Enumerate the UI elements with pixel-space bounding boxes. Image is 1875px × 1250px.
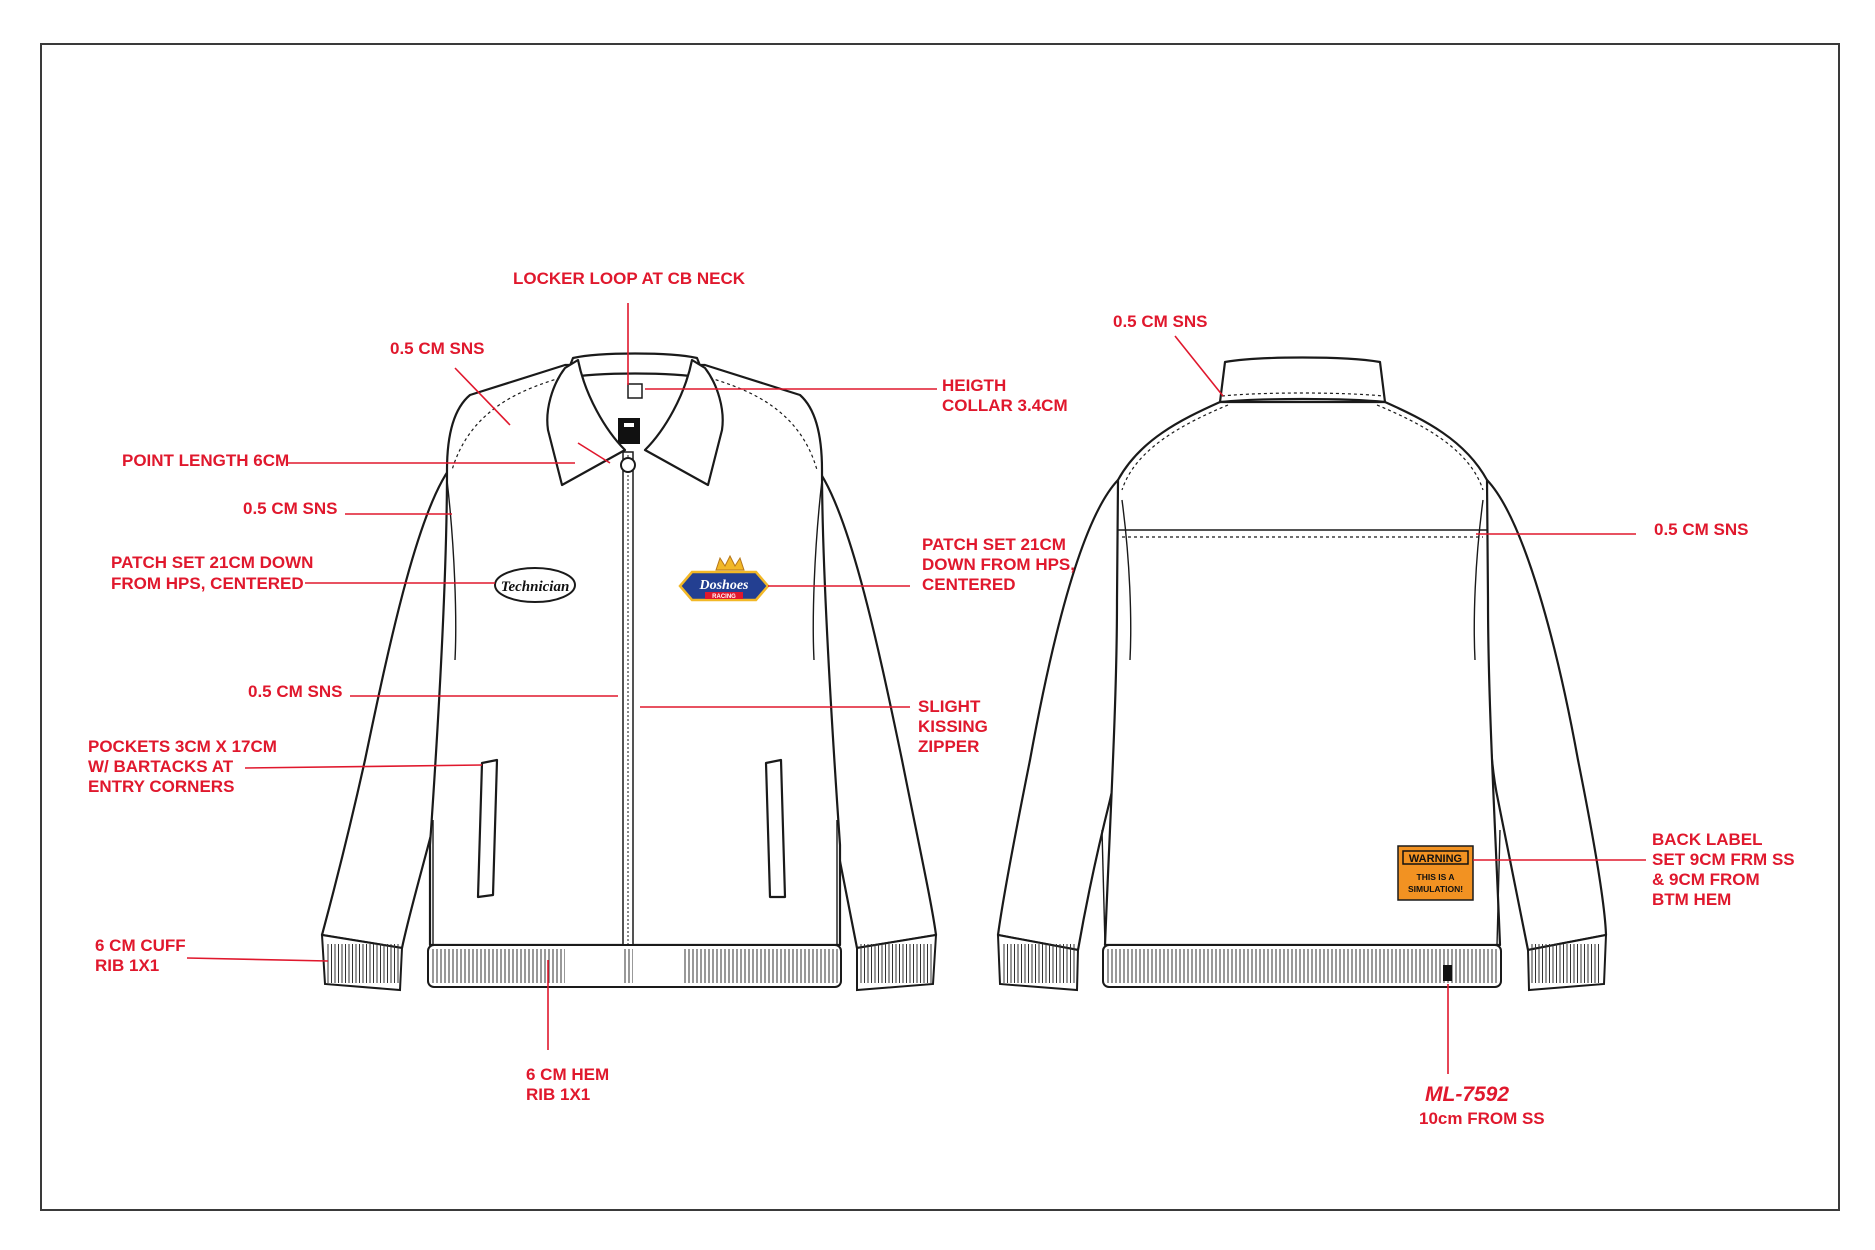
callout-hem-2: RIB 1X1 [526, 1085, 590, 1104]
callout-patch-right-2: DOWN FROM HPS, [922, 555, 1075, 574]
locker-loop [627, 383, 643, 399]
doshoes-patch-text: Doshoes [698, 578, 749, 593]
back-neck-seam [1221, 392, 1384, 397]
callout-hem-1: 6 CM HEM [526, 1065, 609, 1084]
front-side-curve-left [446, 479, 457, 661]
callout-zipper-3: ZIPPER [918, 737, 979, 756]
callout-point-length: POINT LENGTH 6CM [122, 451, 289, 470]
callout-zipper-2: KISSING [918, 717, 988, 736]
callout-locker-loop: LOCKER LOOP AT CB NECK [513, 269, 746, 288]
racing-patch-text: RACING [712, 594, 736, 600]
back-right-sleeve [1484, 478, 1608, 952]
hem-tab-label [1443, 965, 1452, 981]
back-side-curve-left [1121, 499, 1132, 661]
warning-line-2: SIMULATION! [1408, 884, 1463, 894]
callout-patch-left-2: FROM HPS, CENTERED [111, 574, 304, 593]
callout-patch-right-1: PATCH SET 21CM [922, 535, 1066, 554]
callout-cuff-1: 6 CM CUFF [95, 936, 186, 955]
callout-back-label-1: BACK LABEL [1652, 830, 1763, 849]
front-leader-lines [186, 303, 937, 1050]
front-pocket-right [764, 758, 787, 899]
front-cuff-left-lines [327, 944, 399, 983]
back-hem-rib [1102, 944, 1502, 988]
callout-sns-placket: 0.5 CM SNS [248, 682, 342, 701]
callout-back-sns-yoke: 0.5 CM SNS [1654, 520, 1748, 539]
callout-sns-shoulder: 0.5 CM SNS [390, 339, 484, 358]
callout-zipper-1: SLIGHT [918, 697, 981, 716]
front-collar-left [546, 358, 627, 487]
front-raglan-seam-left [451, 377, 561, 471]
callout-patch-right-3: CENTERED [922, 575, 1016, 594]
callout-tab-position: 10cm FROM SS [1419, 1109, 1545, 1128]
callout-back-label-3: & 9CM FROM [1652, 870, 1760, 889]
callout-pockets-1: POCKETS 3CM X 17CM [88, 737, 277, 756]
front-collar-right [643, 358, 724, 487]
front-side-curve-right [812, 479, 823, 661]
back-view: WARNING THIS IS A SIMULATION! [996, 356, 1608, 992]
callout-back-sns-neck: 0.5 CM SNS [1113, 312, 1207, 331]
back-side-curve-right [1473, 499, 1484, 661]
callout-cuff-2: RIB 1X1 [95, 956, 159, 975]
technician-patch [494, 567, 576, 603]
callout-pockets-3: ENTRY CORNERS [88, 777, 234, 796]
warning-line-1: THIS IS A [1417, 872, 1455, 882]
neck-label [618, 418, 640, 444]
callout-sns-armhole: 0.5 CM SNS [243, 499, 337, 518]
back-cuff-right-lines [1531, 944, 1599, 983]
front-collar-band [563, 352, 707, 380]
front-cuff-right-lines [860, 944, 932, 983]
callout-collar-height-2: COLLAR 3.4CM [942, 396, 1068, 415]
back-raglan-right [1376, 404, 1484, 491]
front-callout-labels: LOCKER LOOP AT CB NECK 0.5 CM SNS HEIGTH… [88, 269, 1075, 1104]
back-leader-lines [1174, 335, 1646, 1074]
back-raglan-left [1121, 404, 1229, 491]
front-pocket-left [476, 758, 499, 899]
crown-icon [715, 554, 745, 571]
callout-patch-left-1: PATCH SET 21CM DOWN [111, 553, 313, 572]
back-cuff-left-lines [1003, 944, 1075, 983]
warning-title: WARNING [1409, 853, 1462, 865]
callout-collar-height-1: HEIGTH [942, 376, 1006, 395]
back-body [1103, 400, 1502, 947]
doshoes-racing-patch [678, 570, 770, 602]
zipper-pull [620, 457, 636, 473]
front-raglan-seam-right [709, 377, 818, 471]
back-side-line-right [1496, 829, 1501, 946]
technician-patch-text: Technician [501, 579, 570, 595]
back-collar [1218, 356, 1387, 404]
style-number: ML-7592 [1425, 1083, 1509, 1106]
front-view: Technician Doshoes RACING [320, 352, 938, 992]
front-body [428, 363, 842, 947]
callout-pockets-2: W/ BARTACKS AT [88, 757, 234, 776]
callout-back-label-2: SET 9CM FRM SS [1652, 850, 1795, 869]
back-side-line-left [1101, 829, 1106, 946]
sheet-border [40, 43, 1840, 1211]
back-hem-rib-lines [1107, 949, 1497, 983]
callout-back-label-4: BTM HEM [1652, 890, 1731, 909]
back-callout-labels: 0.5 CM SNS 0.5 CM SNS BACK LABEL SET 9CM… [1113, 312, 1795, 1128]
